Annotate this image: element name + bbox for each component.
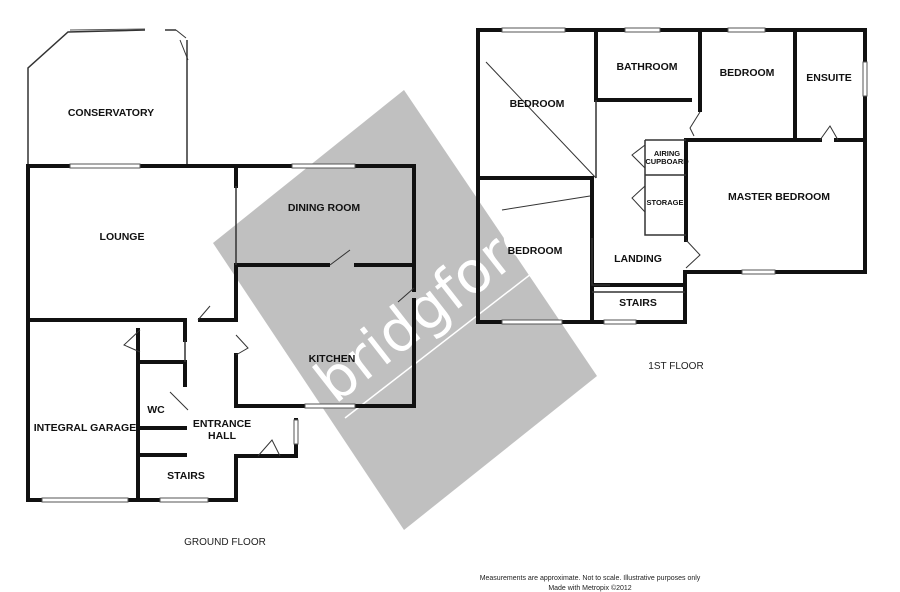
- label-entrance-hall-1: ENTRANCE: [193, 418, 251, 430]
- first-floor: BEDROOM BATHROOM BEDROOM ENSUITE AIRING …: [476, 27, 868, 372]
- first-floor-label: 1ST FLOOR: [648, 361, 703, 372]
- watermark-underline: [344, 235, 581, 419]
- label-entrance-hall-2: HALL: [208, 430, 237, 442]
- ground-internal-walls: [26, 164, 416, 502]
- cupboard-walls: [591, 139, 686, 286]
- label-bedroom-left-top: BEDROOM: [510, 98, 565, 110]
- label-kitchen: KITCHEN: [309, 353, 356, 365]
- label-bedroom-left-bottom: BEDROOM: [508, 245, 563, 257]
- label-stairs-first: STAIRS: [619, 297, 657, 309]
- garage-door: [41, 497, 129, 503]
- ensuite-door: [819, 125, 839, 141]
- stairs-window: [159, 497, 209, 503]
- storage-door: [631, 185, 646, 213]
- bathroom-window: [624, 27, 661, 33]
- ground-floor-label: GROUND FLOOR: [184, 537, 266, 548]
- label-master-bedroom: MASTER BEDROOM: [728, 191, 830, 203]
- dining-kitchen-door: [329, 249, 351, 266]
- watermark: bridgfords: [213, 90, 597, 530]
- ground-floor: CONSERVATORY LOUNGE DINING ROOM KITCHEN …: [26, 28, 416, 548]
- bedroom-left-top-door: [485, 61, 597, 179]
- dining-window: [291, 163, 356, 169]
- garage-door-internal: [123, 329, 141, 353]
- label-storage: STORAGE: [647, 198, 684, 207]
- disclaimer-line-2: Made with Metropix ©2012: [548, 584, 631, 592]
- lounge-patio-window: [69, 163, 141, 169]
- kitchen-side-door: [397, 287, 415, 303]
- label-airing-1: AIRING: [654, 149, 680, 158]
- bedroom-top-window: [727, 27, 766, 33]
- label-dining-room: DINING ROOM: [288, 202, 361, 214]
- conservatory-window: [69, 28, 146, 31]
- master-door: [685, 239, 701, 269]
- label-conservatory: CONSERVATORY: [68, 107, 154, 119]
- front-door: [257, 439, 281, 457]
- label-ensuite: ENSUITE: [806, 72, 852, 84]
- label-bedroom-top: BEDROOM: [720, 67, 775, 79]
- bedroom-left-bottom-door: [501, 195, 591, 211]
- bedroom-left-top-window: [501, 27, 566, 33]
- airing-door: [631, 144, 646, 169]
- ensuite-window: [862, 61, 868, 97]
- label-integral-garage: INTEGRAL GARAGE: [34, 422, 136, 434]
- conservatory-door: [175, 29, 189, 61]
- label-airing-2: CUPBOARD: [645, 157, 689, 166]
- label-bathroom: BATHROOM: [616, 61, 677, 73]
- conservatory-walls: [27, 29, 188, 166]
- master-window: [741, 269, 776, 275]
- kitchen-window: [304, 403, 356, 409]
- bedroom-top-door: [689, 111, 701, 137]
- stairs-window-first: [603, 319, 637, 325]
- watermark-band: [213, 90, 597, 530]
- kitchen-hall-door: [235, 334, 249, 356]
- wc-door: [169, 391, 189, 411]
- disclaimer-line-1: Measurements are approximate. Not to sca…: [480, 575, 701, 582]
- label-landing: LANDING: [614, 253, 662, 265]
- lounge-hall-door: [197, 305, 211, 321]
- label-lounge: LOUNGE: [100, 231, 145, 243]
- bedroom-left-bottom-window: [501, 319, 563, 325]
- label-stairs-ground: STAIRS: [167, 470, 205, 482]
- hall-side-window: [293, 419, 299, 445]
- label-wc: WC: [147, 404, 165, 416]
